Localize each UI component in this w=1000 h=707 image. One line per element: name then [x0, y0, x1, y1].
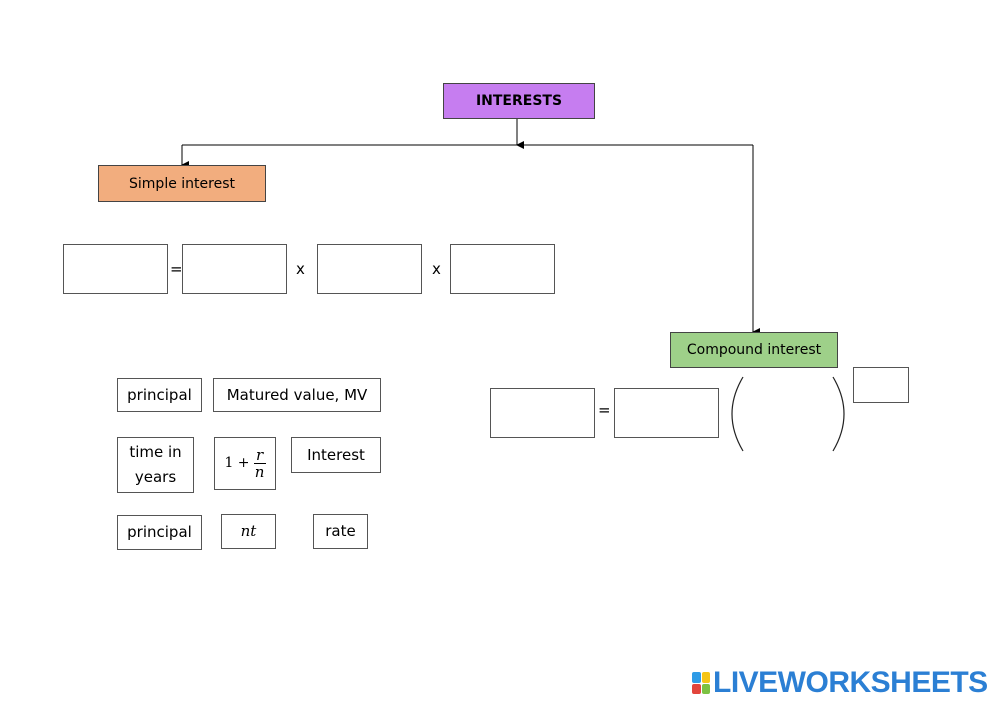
simple-drop-zone-2[interactable] [182, 244, 287, 294]
tile-interest[interactable]: Interest [291, 437, 381, 473]
tile-one-plus: 1 + [224, 455, 250, 471]
fraction-denominator: n [254, 463, 265, 481]
simple-interest-node: Simple interest [98, 165, 266, 202]
logo-square [701, 683, 710, 694]
interests-title-node: INTERESTS [443, 83, 595, 119]
tile-matured-value[interactable]: Matured value, MV [213, 378, 381, 412]
left-parenthesis [731, 376, 744, 452]
tile-time-in-years[interactable]: time in years [117, 437, 194, 493]
fraction-r-over-n: r n [253, 446, 266, 481]
compound-drop-zone-1[interactable] [490, 388, 595, 438]
fraction-bar [253, 463, 266, 464]
logo-square [692, 672, 701, 683]
tile-time-line2: years [134, 468, 177, 486]
right-parenthesis [832, 376, 845, 452]
times-sign: x [432, 260, 441, 278]
tile-principal[interactable]: principal [117, 378, 202, 412]
liveworksheets-brand: LIVEWORKSHEETS [692, 668, 988, 698]
brand-name: LIVEWORKSHEETS [713, 666, 988, 699]
logo-square [692, 683, 701, 694]
tile-principal-2[interactable]: principal [117, 515, 202, 550]
times-sign: x [296, 260, 305, 278]
equals-sign: = [170, 260, 183, 278]
tile-time-line1: time in [129, 443, 182, 461]
compound-drop-zone-2[interactable] [614, 388, 719, 438]
compound-exponent-drop-zone[interactable] [853, 367, 909, 403]
tile-rate[interactable]: rate [313, 514, 368, 549]
liveworksheets-logo-icon [692, 672, 710, 694]
tile-one-plus-r-over-n[interactable]: 1 + r n [214, 437, 276, 490]
simple-drop-zone-1[interactable] [63, 244, 168, 294]
equals-sign: = [598, 401, 611, 419]
tile-nt[interactable]: nt [221, 514, 276, 549]
simple-drop-zone-3[interactable] [317, 244, 422, 294]
logo-square [701, 672, 710, 683]
simple-drop-zone-4[interactable] [450, 244, 555, 294]
compound-inner-drop-zone[interactable] [748, 388, 828, 438]
compound-interest-node: Compound interest [670, 332, 838, 368]
fraction-numerator: r [255, 446, 264, 464]
